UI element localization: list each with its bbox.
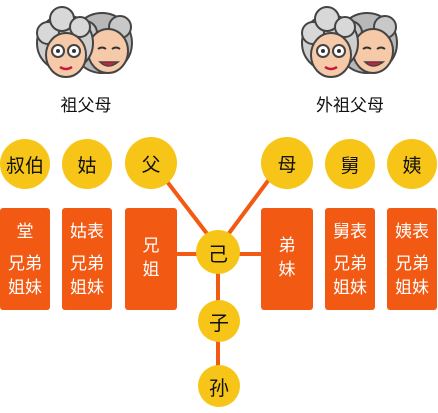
label-maternal-grandparents: 外祖父母 (316, 96, 384, 116)
box-line2: 兄弟 (333, 254, 367, 274)
box-line1: 姨表 (395, 222, 429, 242)
label-grandparents: 祖父母 (60, 96, 112, 116)
box-line3: 姐妹 (70, 278, 104, 298)
box-line1: 舅表 (333, 222, 367, 242)
box-line1: 弟 (278, 236, 296, 256)
box-line2: 兄弟 (8, 254, 42, 274)
box-younger-siblings: 弟 妹 (261, 208, 313, 310)
box-line1: 姑表 (70, 222, 104, 242)
circle-mother: 母 (261, 137, 313, 189)
node-grandchild: 孙 (198, 365, 240, 407)
box-line1: 兄 (142, 236, 160, 256)
box-line3: 姐妹 (395, 278, 429, 298)
node-self: 己 (196, 230, 240, 274)
box-older-siblings: 兄 姐 (125, 208, 177, 310)
box-maternal-aunt-cousins: 姨表 兄弟 姐妹 (387, 208, 437, 310)
box-paternal-cousins: 堂 兄弟 姐妹 (0, 208, 50, 310)
box-line3: 姐妹 (8, 278, 42, 298)
box-paternal-aunt-cousins: 姑表 兄弟 姐妹 (62, 208, 112, 310)
circle-uncle-maternal: 舅 (325, 139, 375, 189)
box-maternal-uncle-cousins: 舅表 兄弟 姐妹 (325, 208, 375, 310)
box-line2: 姐 (142, 260, 160, 280)
circle-uncles: 叔伯 (0, 139, 50, 189)
box-line2: 妹 (278, 260, 296, 280)
box-line3: 姐妹 (333, 278, 367, 298)
box-line2: 兄弟 (395, 254, 429, 274)
circle-aunt-paternal: 姑 (62, 139, 112, 189)
circle-aunt-maternal: 姨 (387, 139, 437, 189)
grandparents-left-icon (36, 6, 133, 78)
grandparents-right-icon (301, 6, 398, 78)
circle-father: 父 (125, 137, 177, 189)
box-line2: 兄弟 (70, 254, 104, 274)
box-line1: 堂 (16, 222, 34, 242)
node-child: 子 (198, 300, 240, 342)
